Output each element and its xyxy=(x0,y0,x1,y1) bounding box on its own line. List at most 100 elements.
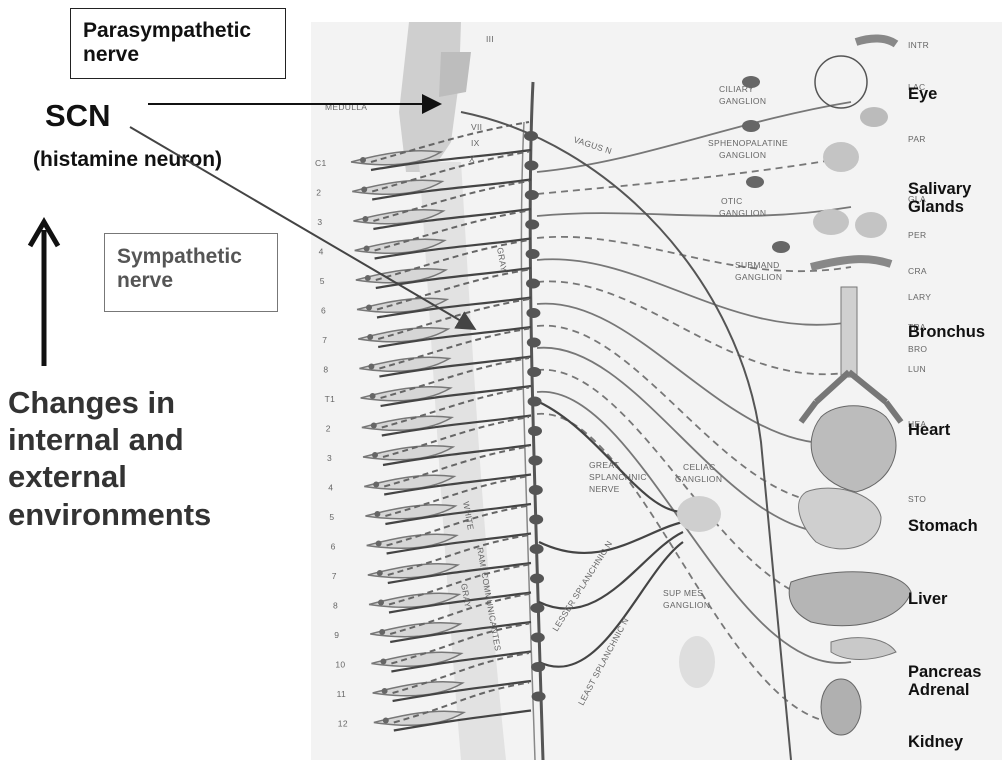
root-ganglion xyxy=(372,452,378,458)
nerve-fiber xyxy=(537,281,851,374)
spinal-level-label: 12 xyxy=(338,719,348,729)
chain-ganglion xyxy=(529,515,543,525)
chain-ganglion xyxy=(528,426,542,436)
root-ganglion xyxy=(368,364,374,370)
spinal-level-label: 10 xyxy=(335,660,345,670)
heart-organ xyxy=(811,406,896,492)
parotid-gland xyxy=(823,142,859,172)
environment-line: environments xyxy=(8,496,211,533)
spinal-level-label: 7 xyxy=(322,335,327,345)
spinal-level-label: 2 xyxy=(326,424,331,434)
cranial-label-iii: III xyxy=(486,34,494,44)
cranial-vessel xyxy=(856,38,896,44)
nerve-label: SPLANCHNIC xyxy=(589,472,647,482)
chain-ganglion xyxy=(524,131,538,141)
ganglion-label: GANGLION xyxy=(663,600,710,610)
nerve-label: VAGUS N xyxy=(572,134,613,156)
nerve-fiber xyxy=(537,370,851,603)
spinal-level-label: 8 xyxy=(323,365,328,375)
parasympathetic-nerve-label: Parasympathetic nerve xyxy=(83,19,251,66)
trachea-organ xyxy=(841,287,857,377)
submandibular-gland xyxy=(813,209,849,235)
root-ganglion xyxy=(362,216,368,222)
pancreas-organ xyxy=(831,638,896,660)
ganglion-label: SPHENOPALATINE xyxy=(708,138,788,148)
environment-line: external xyxy=(8,458,211,495)
liver-organ xyxy=(789,572,911,626)
edge-label: LARY xyxy=(908,292,931,302)
edge-label: BRO xyxy=(908,344,927,354)
nerve-label: NERVE xyxy=(589,484,620,494)
ganglion-label: GANGLION xyxy=(719,96,766,106)
spinal-level-label: 4 xyxy=(328,483,333,493)
root-ganglion xyxy=(366,305,372,311)
cranial-label-vii: VII xyxy=(471,122,482,132)
organ-label-eye: Eye xyxy=(908,85,937,103)
eye-organ xyxy=(815,56,867,108)
root-ganglion xyxy=(361,187,367,193)
sympathetic-nerve-box: Sympathetic nerve xyxy=(104,233,278,312)
root-ganglion xyxy=(382,688,388,694)
spinal-level-label: 3 xyxy=(317,217,322,227)
root-ganglion xyxy=(373,482,379,488)
edge-label: PAR xyxy=(908,134,926,144)
organ-label-salivary-glands: Salivary Glands xyxy=(908,180,988,217)
spinal-level-label: 6 xyxy=(331,542,336,552)
stomach-organ xyxy=(799,488,881,549)
chain-ganglion xyxy=(525,220,539,230)
chain-ganglion xyxy=(526,308,540,318)
sympathetic-nerve-label: Sympathetic nerve xyxy=(117,245,242,292)
root-ganglion xyxy=(370,393,376,399)
spinal-level-label: 5 xyxy=(329,512,334,522)
ganglion-label: SUP MES xyxy=(663,588,703,598)
chain-ganglion xyxy=(532,692,546,702)
ganglion-label: GANGLION xyxy=(719,150,766,160)
medulla-shape xyxy=(399,22,461,172)
spinal-level-label: 7 xyxy=(332,571,337,581)
spinal-level-label: 9 xyxy=(334,630,339,640)
spinal-labels-group: C12345678T123456789101112 xyxy=(315,158,348,729)
chain-ganglion xyxy=(526,249,540,259)
chain-ganglion xyxy=(529,485,543,495)
nerve-label: GREAT xyxy=(589,460,619,470)
edge-label: CRA xyxy=(908,266,927,276)
chain-ganglion xyxy=(527,367,541,377)
root-ganglion xyxy=(378,600,384,606)
autonomic-nervous-system-illustration: III VII IX X MEDULLA CILIARY GANGLION SP… xyxy=(311,22,1002,760)
organ-label-heart: Heart xyxy=(908,421,950,439)
chain-ganglion xyxy=(525,190,539,200)
chain-ganglion xyxy=(531,662,545,672)
root-ganglion xyxy=(379,629,385,635)
cranial-vessel xyxy=(811,259,891,267)
ganglion-label: SUBMAND xyxy=(735,260,780,270)
spinal-level-label: 5 xyxy=(320,276,325,286)
ganglion-label: GANGLION xyxy=(735,272,782,282)
root-ganglion xyxy=(364,246,370,252)
chain-ganglion xyxy=(531,633,545,643)
ganglion-label: CILIARY xyxy=(719,84,754,94)
environment-line: internal and xyxy=(8,421,211,458)
up-arrow-icon xyxy=(30,222,58,246)
medulla-label: MEDULLA xyxy=(325,102,367,112)
cranial-ganglion xyxy=(742,120,760,132)
nerve-label: GRAY xyxy=(495,247,509,273)
cranial-label-x: X xyxy=(469,154,475,164)
spinal-level-label: 8 xyxy=(333,601,338,611)
organ-label-kidney: Kidney xyxy=(908,733,963,751)
root-ganglion xyxy=(374,511,380,517)
chain-ganglion xyxy=(526,279,540,289)
root-ganglion xyxy=(371,423,377,429)
mesenteric-ganglion xyxy=(679,636,715,688)
ganglion-label: GANGLION xyxy=(675,474,722,484)
nerve-fiber xyxy=(537,237,851,271)
ganglion-label: OTIC xyxy=(721,196,743,206)
spinal-level-label: 4 xyxy=(319,247,324,257)
scn-subtitle: (histamine neuron) xyxy=(33,148,222,172)
spinal-level-label: 3 xyxy=(327,453,332,463)
nerve-fiber xyxy=(537,207,851,216)
organ-label-bronchus: Bronchus xyxy=(908,323,985,341)
edge-label: STO xyxy=(908,494,926,504)
sublingual-gland xyxy=(855,212,887,238)
root-ganglion xyxy=(377,570,383,576)
cranial-ganglion xyxy=(772,241,790,253)
